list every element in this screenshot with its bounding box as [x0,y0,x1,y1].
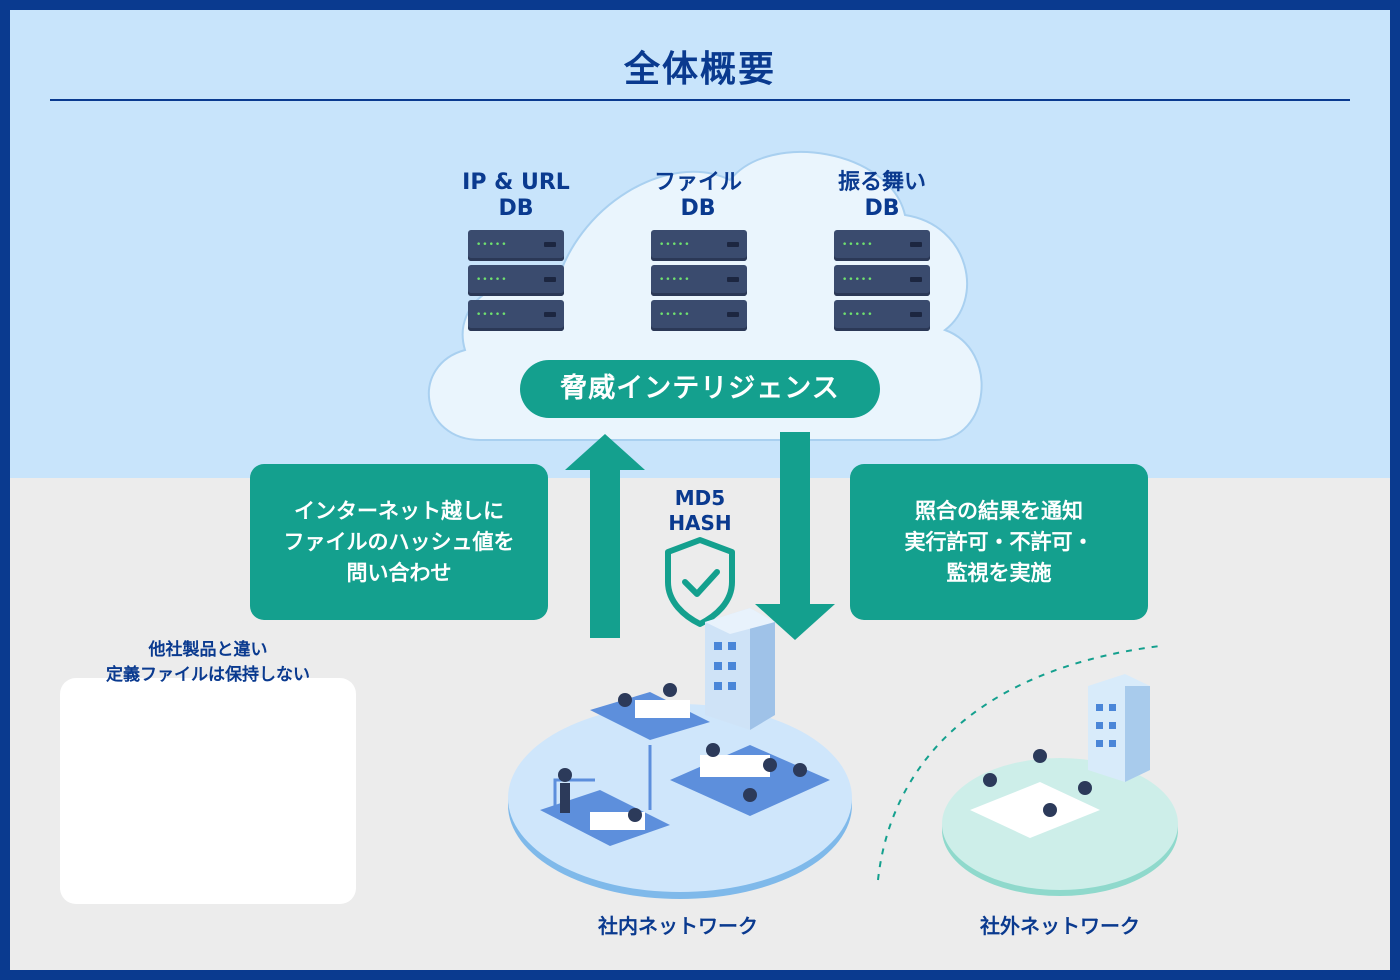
server-icon: ••••• ••••• ••••• [468,230,564,335]
hash-label: MD5 HASH [668,486,732,535]
db-label-line: IP & URL [462,170,570,195]
db-label-line: DB [680,196,716,221]
db-label-ip-url: IP & URL DB [426,170,606,222]
db-label-behavior: 振る舞い DB [792,170,972,222]
no-definition-note: 他社製品と違い 定義ファイルは保持しない [106,640,310,685]
network-boundary-line [877,645,1161,881]
query-description-text: インターネット越しに ファイルのハッシュ値を 問い合わせ [283,498,515,585]
page-title: 全体概要 [623,49,776,90]
external-network-illustration [942,674,1178,896]
down-arrow-icon [755,432,835,640]
internal-network-illustration [508,608,852,899]
office-building-icon [705,608,775,730]
office-building-icon [1088,674,1150,782]
db-label-line: DB [864,196,900,221]
no-definition-card [60,678,356,904]
result-description-text: 照合の結果を通知 実行許可・不許可・ 監視を実施 [904,498,1094,585]
server-icon: ••••• ••••• ••••• [651,230,747,335]
internal-network-label: 社内ネットワーク [598,914,758,938]
db-label-line: ファイル [653,170,742,195]
shield-check-icon [665,537,735,627]
up-arrow-icon [565,434,645,638]
threat-intelligence-label: 脅威インテリジェンス [520,360,880,418]
db-label-line: DB [498,196,534,221]
result-description-box: 照合の結果を通知 実行許可・不許可・ 監視を実施 [850,464,1148,620]
title-divider [50,99,1350,101]
query-description-box: インターネット越しに ファイルのハッシュ値を 問い合わせ [250,464,548,620]
external-network-label: 社外ネットワーク [980,914,1140,938]
db-label-line: 振る舞い [837,170,926,195]
server-icon: ••••• ••••• ••••• [834,230,930,335]
db-label-file: ファイル DB [608,170,788,222]
